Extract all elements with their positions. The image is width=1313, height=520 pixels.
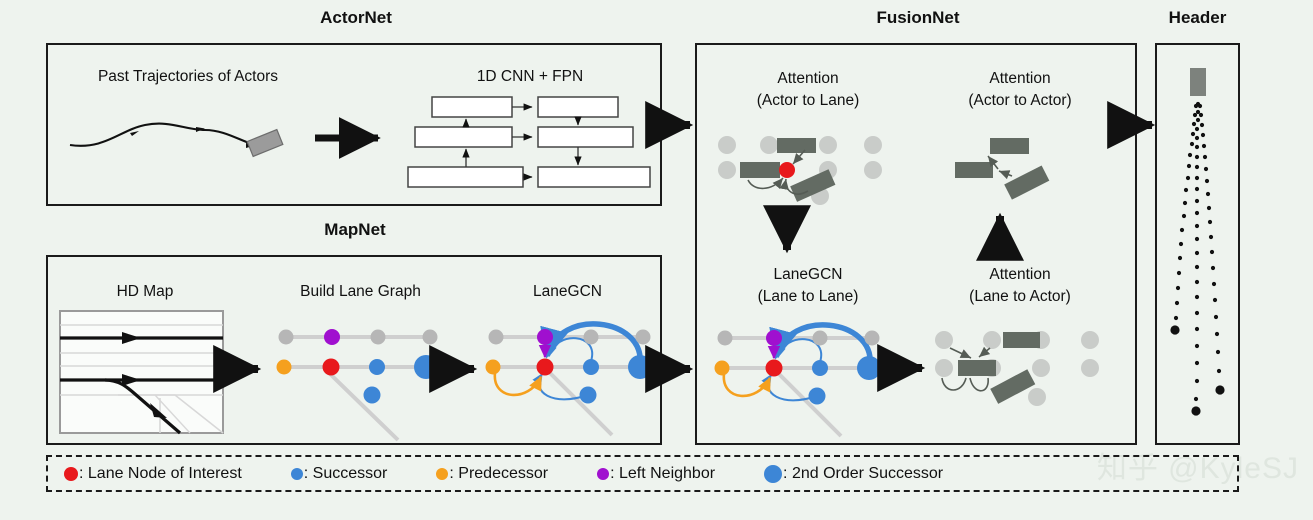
mapnet-hdmap-label: HD Map [116, 283, 174, 300]
actor-box [990, 138, 1029, 154]
actornet-title: ActorNet [320, 8, 392, 27]
attention-actor-to-lane-figure [718, 136, 882, 205]
mapnet-buildgraph-label: Build Lane Graph [300, 283, 421, 300]
actor-box [740, 162, 780, 178]
actornet-left-label: Past Trajectories of Actors [97, 68, 279, 85]
header-predictions [1170, 68, 1225, 416]
lane-node-2nd-order-successor [414, 355, 438, 379]
fpn-diagram [407, 96, 651, 188]
actor-box [990, 369, 1036, 404]
lane-node-gray [422, 329, 438, 345]
fusionnet-title: FusionNet [876, 8, 960, 27]
actor-box [958, 360, 996, 376]
mapnet-lanegcn-graph [485, 321, 652, 437]
legend-dot-2nd-order-successor [764, 464, 783, 483]
mapnet-title: MapNet [324, 220, 386, 239]
legend-dot-left-neighbor [597, 467, 610, 480]
actor-box [1003, 332, 1040, 348]
actor-box [1004, 165, 1050, 200]
actornet-right-label: 1D CNN + FPN [476, 68, 584, 85]
legend-label: : Left Neighbor [610, 464, 716, 482]
mapnet-lanegcn-label: LaneGCN [533, 283, 602, 300]
legend-label: : 2nd Order Successor [783, 464, 944, 482]
lane-node-successor [363, 386, 381, 404]
lane-node-successor [369, 359, 385, 375]
lane-node-of-interest [779, 162, 795, 178]
legend-item: : Successor [290, 464, 388, 483]
fusionnet-block3-line2: (Lane to Lane) [757, 288, 859, 305]
attention-actor-to-actor-figure [955, 138, 1050, 200]
fusionnet-block3-line1: LaneGCN [773, 266, 843, 283]
legend-item: : 2nd Order Successor [764, 464, 944, 483]
legend-label: : Successor [303, 464, 388, 482]
legend-box: : Lane Node of Interest : Successor : Pr… [46, 455, 1239, 492]
attention-lane-to-actor-figure [935, 331, 1099, 406]
actor-box [955, 162, 993, 178]
fusionnet-block1-line2: (Actor to Lane) [756, 92, 860, 109]
lane-node-left-neighbor [324, 329, 340, 345]
fusionnet-block4-line1: Attention [989, 266, 1051, 283]
legend-item: : Predecessor [436, 465, 548, 483]
lanegcn-lane-to-lane-figure [714, 322, 881, 438]
fusionnet-block1-line1: Attention [777, 70, 839, 87]
header-title: Header [1168, 8, 1227, 27]
legend-item: : Left Neighbor [597, 465, 715, 483]
actor-box [777, 138, 816, 153]
lane-node-gray [370, 329, 386, 345]
trajectory-mode-center [1191, 101, 1201, 416]
fusionnet-block2-line1: Attention [989, 70, 1051, 87]
hd-map [59, 310, 224, 435]
legend-dot-successor [290, 467, 303, 480]
legend-dot-predecessor [436, 467, 449, 480]
lane-node-of-interest [322, 358, 340, 376]
legend-dot-lane-node-of-interest [64, 466, 78, 481]
lane-node-predecessor [276, 359, 292, 375]
ego-actor-box [1190, 68, 1206, 96]
legend-label: : Predecessor [449, 464, 549, 482]
legend-item: : Lane Node of Interest [64, 465, 242, 483]
actor-trajectory [69, 122, 284, 158]
build-lane-graph [276, 329, 438, 442]
trajectory-mode-right [1197, 103, 1225, 395]
fusionnet-block4-line2: (Lane to Actor) [969, 288, 1071, 305]
trajectory-mode-left [1170, 103, 1199, 335]
legend-label: : Lane Node of Interest [79, 464, 242, 482]
fusionnet-block2-line2: (Actor to Actor) [968, 92, 1072, 109]
lane-node-gray [278, 329, 294, 345]
